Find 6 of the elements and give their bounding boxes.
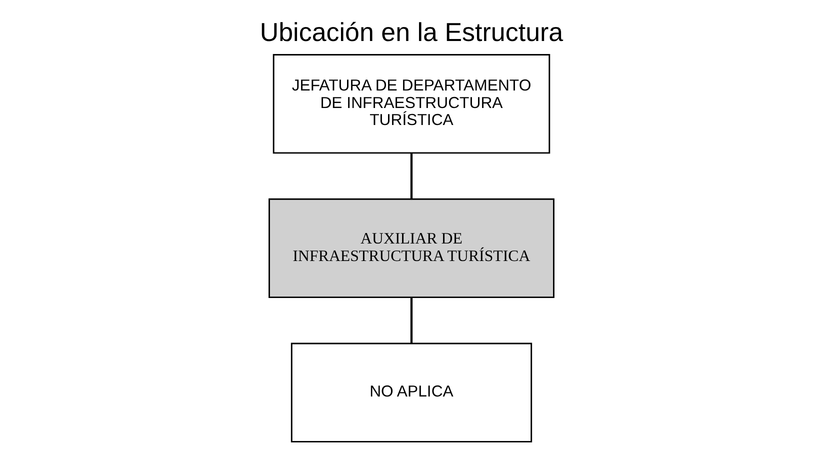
node-box: AUXILIAR DE INFRAESTRUCTURA TURÍSTICA: [268, 198, 554, 298]
connector: [410, 153, 413, 199]
diagram-title: Ubicación en la Estructura: [260, 16, 564, 47]
connector: [410, 298, 413, 344]
node-box: JEFATURA DE DEPARTAMENTO DE INFRAESTRUCTURA TURÍSTICA: [272, 54, 550, 154]
node-box: NO APLICA: [290, 342, 532, 442]
